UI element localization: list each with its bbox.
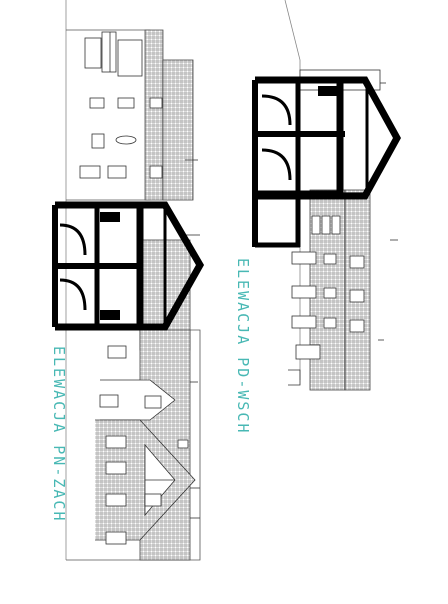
section-cut-right bbox=[252, 76, 401, 248]
section-cut-left bbox=[52, 201, 205, 331]
label-elevation-north-west: ELEWACJA PN-ZACH bbox=[50, 346, 68, 523]
elevation-south-east bbox=[284, 0, 398, 391]
label-elevation-south-east: ELEWACJA PD-WSCH bbox=[234, 258, 252, 435]
elevation-north-west bbox=[65, 0, 201, 561]
